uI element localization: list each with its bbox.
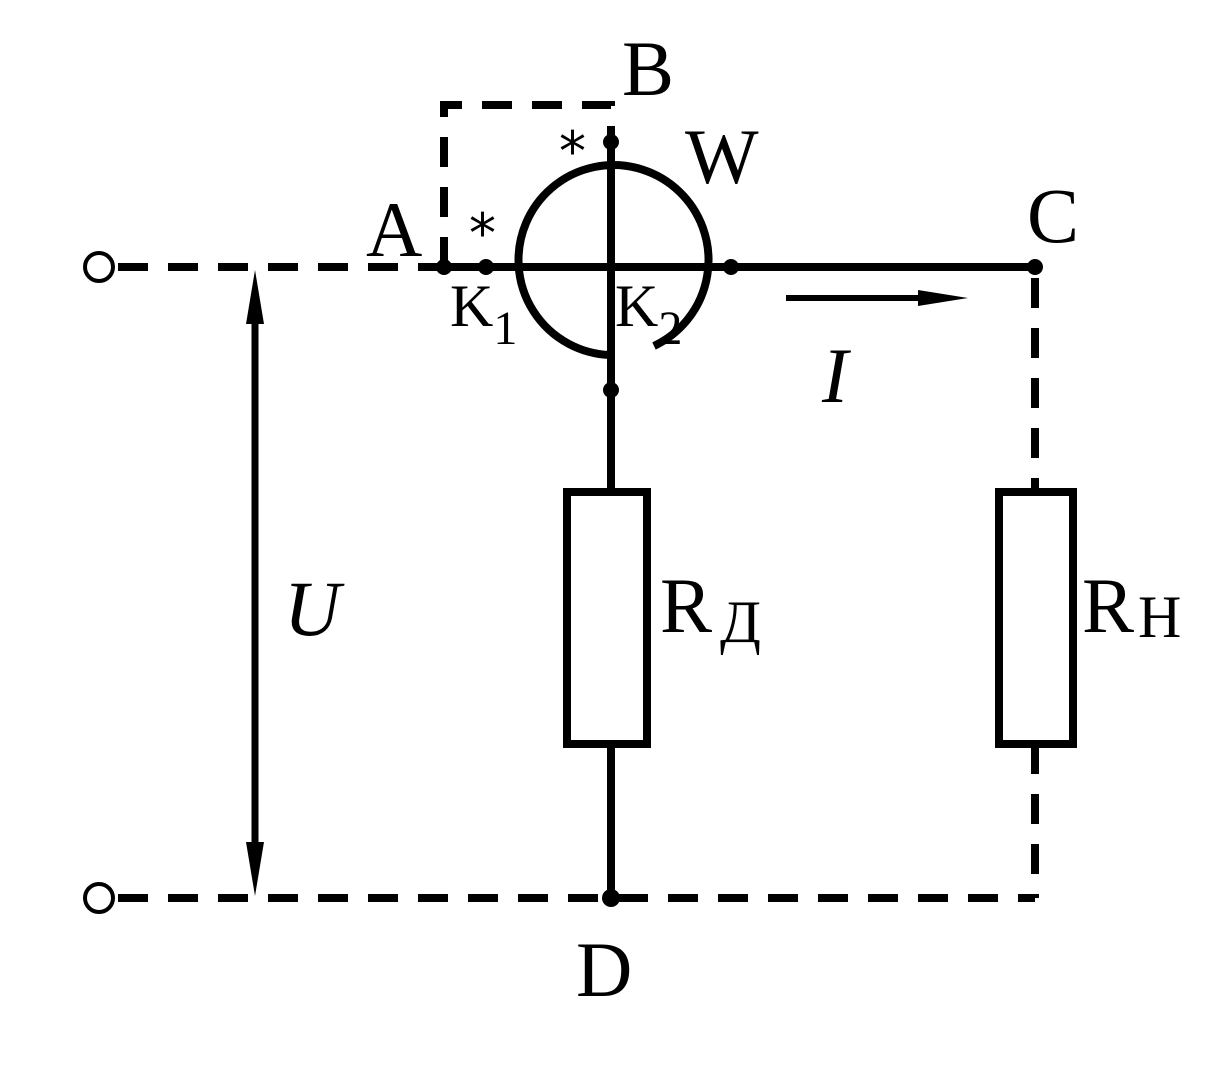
current-coil-star: *: [469, 202, 496, 265]
dashed-wires: [118, 101, 1039, 902]
node-dot-b: [603, 134, 619, 150]
label-node-c: C: [1027, 172, 1079, 259]
wattmeter-circle: [514, 161, 713, 359]
solid-wires: [444, 142, 1035, 898]
node-dot-d: [602, 889, 620, 907]
resistor-rd: [563, 488, 651, 748]
label-wattmeter-w: W: [685, 113, 759, 200]
input-terminal-top: [83, 251, 115, 283]
input-terminal-bottom: [83, 882, 115, 914]
voltage-arrow: [246, 270, 264, 896]
node-dot-c: [1027, 259, 1043, 275]
label-node-a: A: [366, 186, 422, 273]
current-arrow-head: [918, 290, 968, 306]
label-node-b: B: [622, 25, 674, 112]
resistor-rh: [995, 488, 1077, 748]
node-dot-coil-end: [603, 382, 619, 398]
label-k2: K2: [615, 273, 682, 355]
label-voltage-u: U: [284, 565, 345, 652]
voltage-arrow-head-bottom: [246, 842, 264, 896]
label-resistor-rh: RН: [1082, 562, 1181, 650]
node-dot-k1: [478, 259, 494, 275]
node-dot-a: [436, 259, 452, 275]
label-current-i: I: [821, 332, 852, 419]
voltage-arrow-head-top: [246, 270, 264, 324]
junction-dots: [436, 134, 1043, 907]
current-arrow: [786, 290, 968, 306]
voltage-coil-star: *: [559, 120, 586, 183]
node-dot-k2: [723, 259, 739, 275]
label-node-d: D: [576, 926, 632, 1013]
label-k1: K1: [450, 273, 517, 355]
